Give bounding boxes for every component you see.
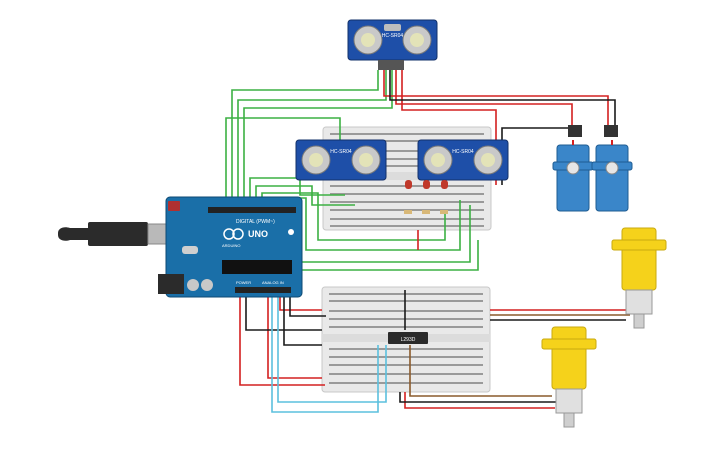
leds bbox=[405, 180, 448, 189]
ultrasonic-sensor-left: HC-SR04 bbox=[295, 139, 387, 181]
arduino-analog-label: ANALOG IN bbox=[262, 280, 284, 285]
arduino-uno-board: DIGITAL (PWM~) UNO ARDUINO POWER ANALOG … bbox=[158, 196, 303, 298]
arduino-infinity-logo bbox=[223, 228, 244, 240]
sensor-top-label: HC-SR04 bbox=[382, 33, 404, 39]
servo-right bbox=[591, 125, 633, 212]
sensor-left-label: HC-SR04 bbox=[330, 149, 352, 155]
driver-chip-label: L293D bbox=[401, 337, 416, 343]
wires-cyan bbox=[271, 295, 387, 413]
arduino-brand-label: ARDUINO bbox=[222, 243, 240, 248]
arduino-digital-label: DIGITAL (PWM~) bbox=[236, 219, 275, 225]
ultrasonic-sensor-top: HC-SR04 bbox=[347, 19, 438, 70]
wires-black bbox=[245, 70, 626, 403]
ultrasonic-sensor-right: HC-SR04 bbox=[417, 139, 509, 181]
arduino-power-label: POWER bbox=[236, 280, 251, 285]
usb-cable-icon bbox=[58, 222, 171, 246]
motor-driver-ic: L293D bbox=[388, 332, 428, 344]
wires-brown bbox=[409, 314, 630, 397]
resistors bbox=[404, 210, 448, 214]
servo-left bbox=[552, 125, 594, 212]
dc-motor-right bbox=[611, 227, 667, 329]
dc-motor-bottom bbox=[541, 326, 597, 428]
sensor-right-label: HC-SR04 bbox=[452, 149, 474, 155]
arduino-model-label: UNO bbox=[248, 229, 268, 239]
